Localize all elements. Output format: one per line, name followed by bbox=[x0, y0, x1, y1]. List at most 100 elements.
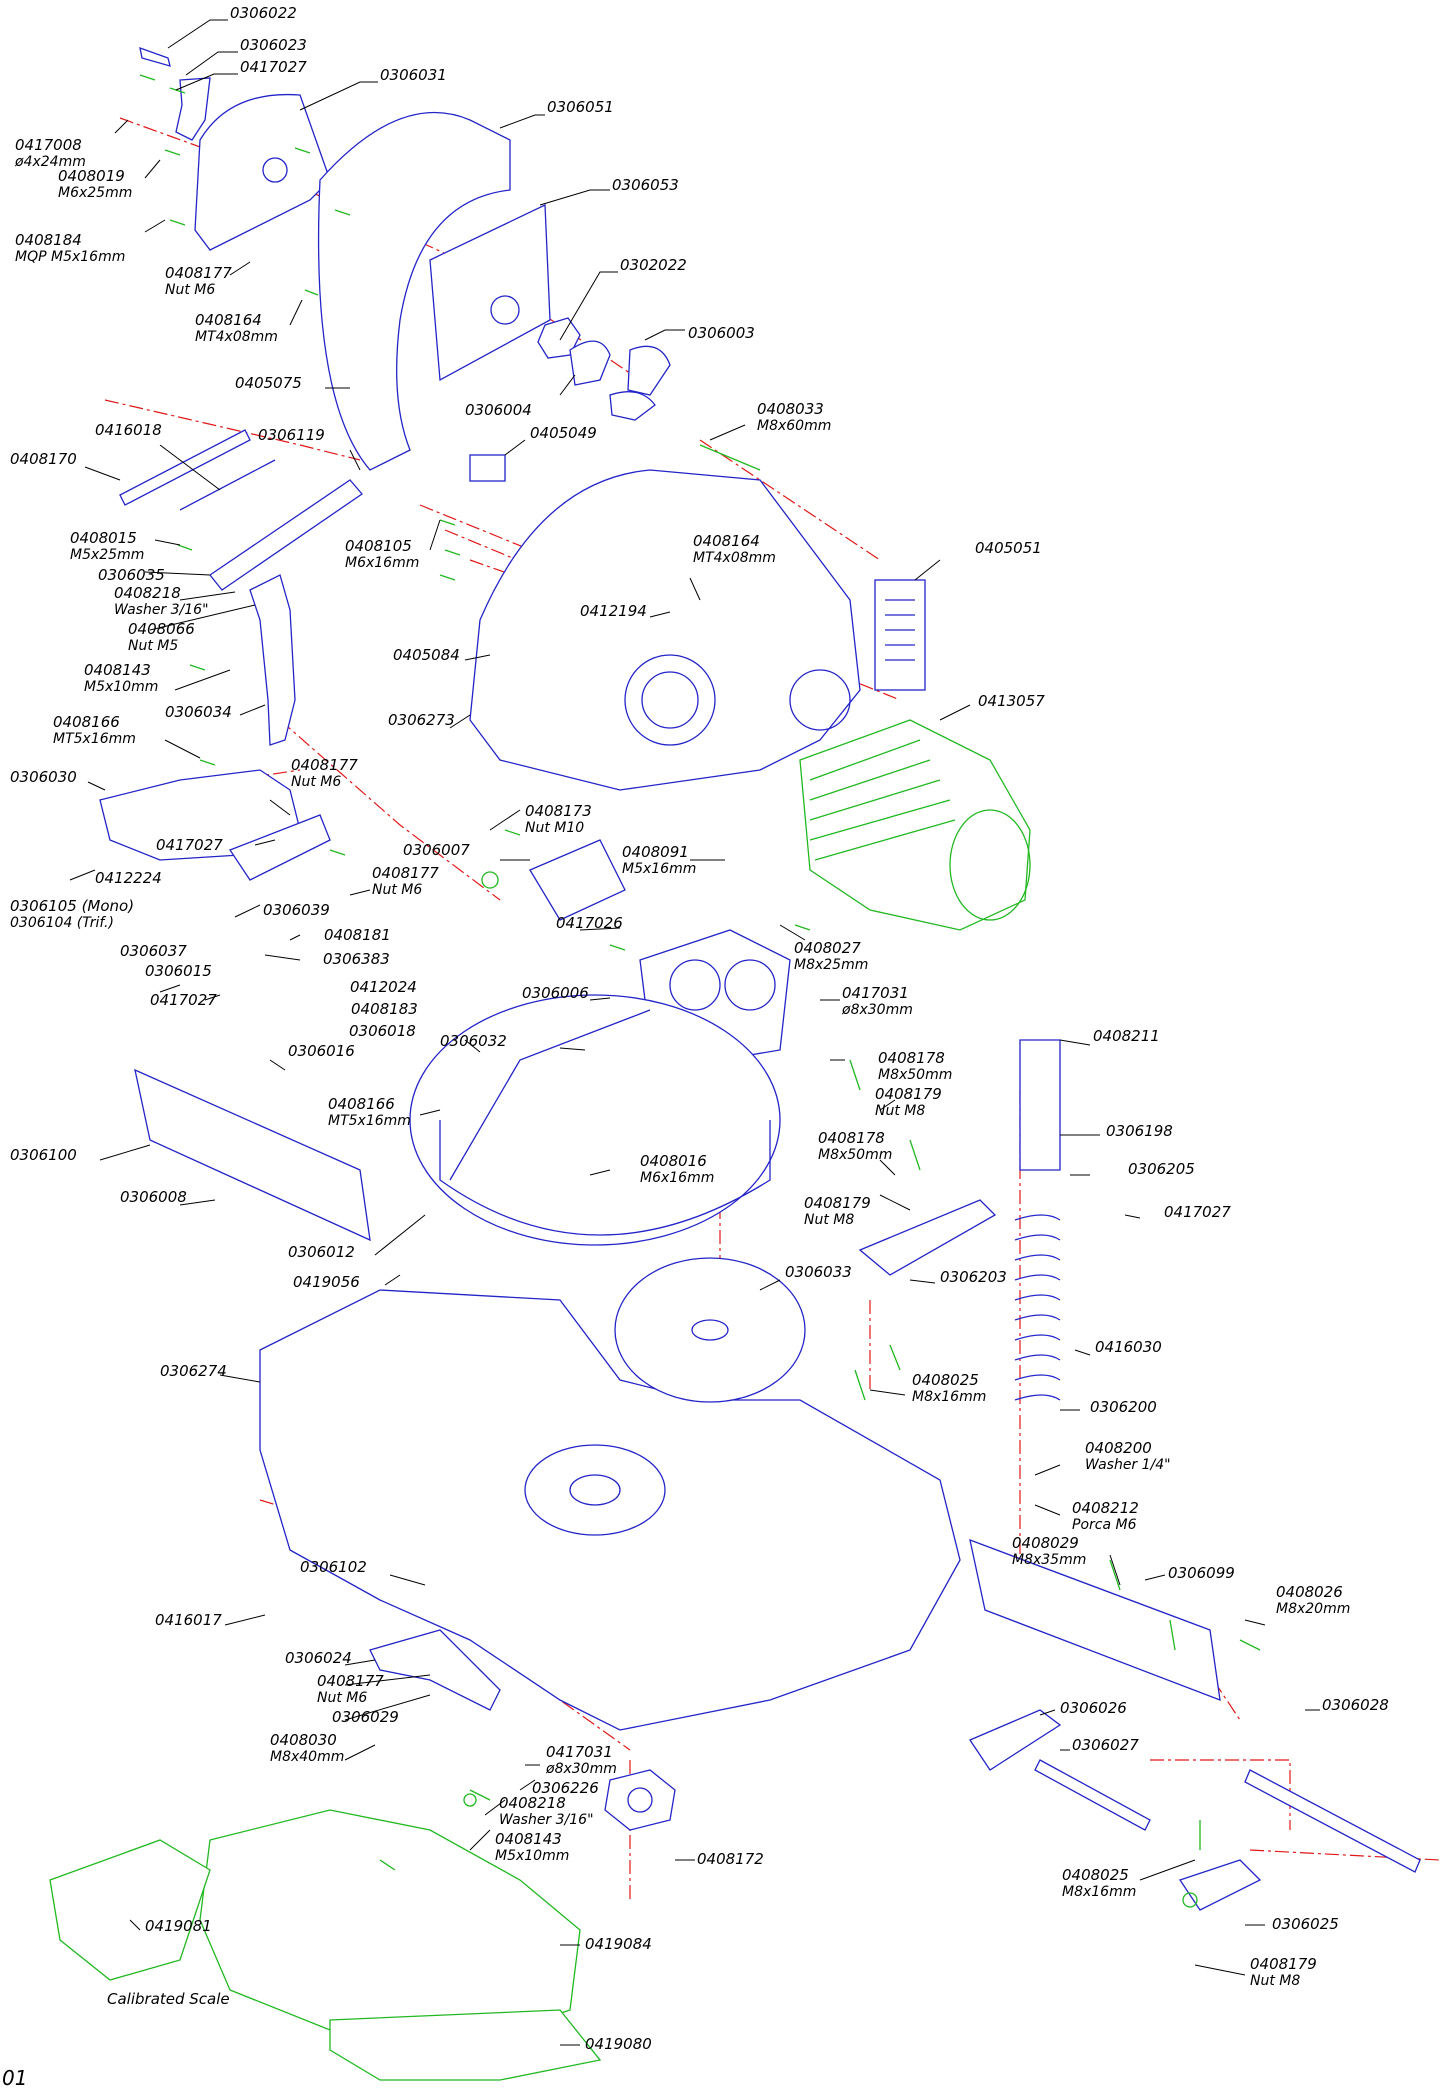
part-label-0408143a-spec: M5x10mm bbox=[84, 679, 158, 695]
part-label-0408105-spec: M6x16mm bbox=[345, 555, 419, 571]
part-label-0408164a-spec: MT4x08mm bbox=[195, 329, 278, 345]
part-label-0306007: 0306007 bbox=[403, 841, 470, 859]
part-label-0408091: 0408091 bbox=[622, 843, 689, 861]
switch-bracket-0417027 bbox=[229, 814, 331, 881]
warning-tag-0405051 bbox=[874, 579, 926, 691]
lever-0306024 bbox=[369, 1629, 501, 1711]
part-label-0417027d: 0417027 bbox=[1164, 1203, 1231, 1221]
fasteners-and-motor bbox=[49, 74, 1261, 2081]
part-label-0408179a: 0408179 bbox=[875, 1085, 942, 1103]
part-label-0306100: 0306100 bbox=[10, 1146, 77, 1164]
part-label-0306012: 0306012 bbox=[288, 1243, 355, 1261]
caption-text: Calibrated Scale bbox=[107, 1990, 230, 2008]
capacitor-0306007 bbox=[529, 839, 626, 921]
part-label-0408218b: 0408218 bbox=[499, 1794, 566, 1812]
part-label-0408177d-spec: Nut M6 bbox=[317, 1690, 367, 1706]
part-label-0408184-spec: MQP M5x16mm bbox=[15, 249, 125, 265]
scale-plate-0419080 bbox=[329, 2009, 602, 2081]
part-label-0408029-spec: M8x35mm bbox=[1012, 1552, 1086, 1568]
part-label-0306205: 0306205 bbox=[1128, 1160, 1195, 1178]
part-label-0306015: 0306015 bbox=[145, 962, 212, 980]
motor-0413057 bbox=[799, 719, 1031, 931]
bracket-0306034 bbox=[249, 574, 296, 746]
label-plate-0405049 bbox=[469, 454, 506, 482]
part-label-0412194: 0412194 bbox=[580, 602, 647, 620]
part-label-0417031b-spec: ø8x30mm bbox=[545, 1761, 617, 1777]
part-label-0306053: 0306053 bbox=[612, 176, 679, 194]
clamp-0306026 bbox=[969, 1709, 1062, 1771]
base-0306274 bbox=[259, 1289, 961, 1731]
part-label-0408016: 0408016 bbox=[640, 1152, 707, 1170]
part-label-0408026-spec: M8x20mm bbox=[1276, 1601, 1350, 1617]
part-label-0408173-spec: Nut M10 bbox=[525, 820, 584, 836]
part-label-0408066-spec: Nut M5 bbox=[128, 638, 178, 654]
part-label-0408218b-spec: Washer 3/16" bbox=[499, 1812, 594, 1828]
part-label-0306383: 0306383 bbox=[323, 950, 390, 968]
part-label-0416018: 0416018 bbox=[95, 421, 162, 439]
part-label-0408178a-spec: M8x50mm bbox=[878, 1067, 952, 1083]
guard-cover-0306031 bbox=[194, 93, 331, 251]
part-label-0408015-spec: M5x25mm bbox=[70, 547, 144, 563]
part-label-0417031b: 0417031 bbox=[546, 1743, 613, 1761]
part-label-0408178b-spec: M8x50mm bbox=[818, 1147, 892, 1163]
part-label-0408164b: 0408164 bbox=[693, 532, 760, 550]
part-label-0408025b-spec: M8x16mm bbox=[1062, 1884, 1136, 1900]
part-label-0306105: 0306105 (Mono) bbox=[10, 897, 134, 915]
part-label-0408166a-spec: MT5x16mm bbox=[53, 731, 136, 747]
part-label-0306026: 0306026 bbox=[1060, 1699, 1127, 1717]
part-label-0408212: 0408212 bbox=[1072, 1499, 1139, 1517]
part-label-0412224: 0412224 bbox=[95, 869, 162, 887]
part-label-0408211: 0408211 bbox=[1093, 1027, 1160, 1045]
fence-0306099 bbox=[969, 1538, 1221, 1702]
part-label-0408173: 0408173 bbox=[525, 802, 592, 820]
part-label-0306198: 0306198 bbox=[1106, 1122, 1173, 1140]
part-label-0306003: 0306003 bbox=[688, 324, 755, 342]
part-label-0408166b: 0408166 bbox=[328, 1095, 395, 1113]
part-label-0408164b-spec: MT4x08mm bbox=[693, 550, 776, 566]
pin-0306022 bbox=[139, 47, 171, 67]
part-label-0306203: 0306203 bbox=[940, 1268, 1007, 1286]
part-label-0302022: 0302022 bbox=[620, 256, 687, 274]
part-label-0408170: 0408170 bbox=[10, 450, 77, 468]
turntable-0306018 bbox=[409, 994, 781, 1246]
part-label-0408019: 0408019 bbox=[58, 167, 125, 185]
part-label-0408019-spec: M6x25mm bbox=[58, 185, 132, 201]
part-label-0306051: 0306051 bbox=[547, 98, 614, 116]
part-label-0306018: 0306018 bbox=[349, 1022, 416, 1040]
part-label-0408025a-spec: M8x16mm bbox=[912, 1389, 986, 1405]
part-label-0408105: 0408105 bbox=[345, 537, 412, 555]
part-label-0405049: 0405049 bbox=[530, 424, 597, 442]
part-label-0408178b: 0408178 bbox=[818, 1129, 885, 1147]
part-label-0306008: 0306008 bbox=[120, 1188, 187, 1206]
part-label-0408177c: 0408177 bbox=[372, 864, 439, 882]
plate-0306203 bbox=[858, 1199, 997, 1276]
part-label-0306102: 0306102 bbox=[300, 1558, 367, 1576]
part-label-0306099: 0306099 bbox=[1168, 1564, 1235, 1582]
part-label-0306035: 0306035 bbox=[98, 566, 165, 584]
spring-0416030 bbox=[1014, 1214, 1061, 1401]
part-label-0417027a: 0417027 bbox=[240, 58, 307, 76]
part-label-0408033: 0408033 bbox=[757, 400, 824, 418]
part-label-0408166b-spec: MT5x16mm bbox=[328, 1113, 411, 1129]
part-label-0408178a: 0408178 bbox=[878, 1049, 945, 1067]
part-label-0306037: 0306037 bbox=[120, 942, 187, 960]
part-label-0306226: 0306226 bbox=[532, 1779, 599, 1797]
part-label-0408015: 0408015 bbox=[70, 529, 137, 547]
part-label-0408172: 0408172 bbox=[697, 1850, 764, 1868]
part-label-0306105-spec: 0306104 (Trif.) bbox=[10, 915, 114, 931]
part-label-0416030: 0416030 bbox=[1095, 1338, 1162, 1356]
part-label-0408179c-spec: Nut M8 bbox=[1250, 1973, 1300, 1989]
part-label-0306024: 0306024 bbox=[285, 1649, 352, 1667]
part-label-0408164a: 0408164 bbox=[195, 311, 262, 329]
part-label-0408200-spec: Washer 1/4" bbox=[1085, 1457, 1171, 1473]
part-label-0408027: 0408027 bbox=[794, 939, 861, 957]
rod-0306028 bbox=[1244, 1769, 1421, 1873]
part-label-0306039: 0306039 bbox=[263, 901, 330, 919]
part-label-0408143b: 0408143 bbox=[495, 1830, 562, 1848]
part-label-0417031a-spec: ø8x30mm bbox=[841, 1002, 913, 1018]
part-label-0306274: 0306274 bbox=[160, 1362, 227, 1380]
part-label-0408177b: 0408177 bbox=[291, 756, 358, 774]
part-label-0417008-spec: ø4x24mm bbox=[14, 154, 86, 170]
part-label-0408143b-spec: M5x10mm bbox=[495, 1848, 569, 1864]
